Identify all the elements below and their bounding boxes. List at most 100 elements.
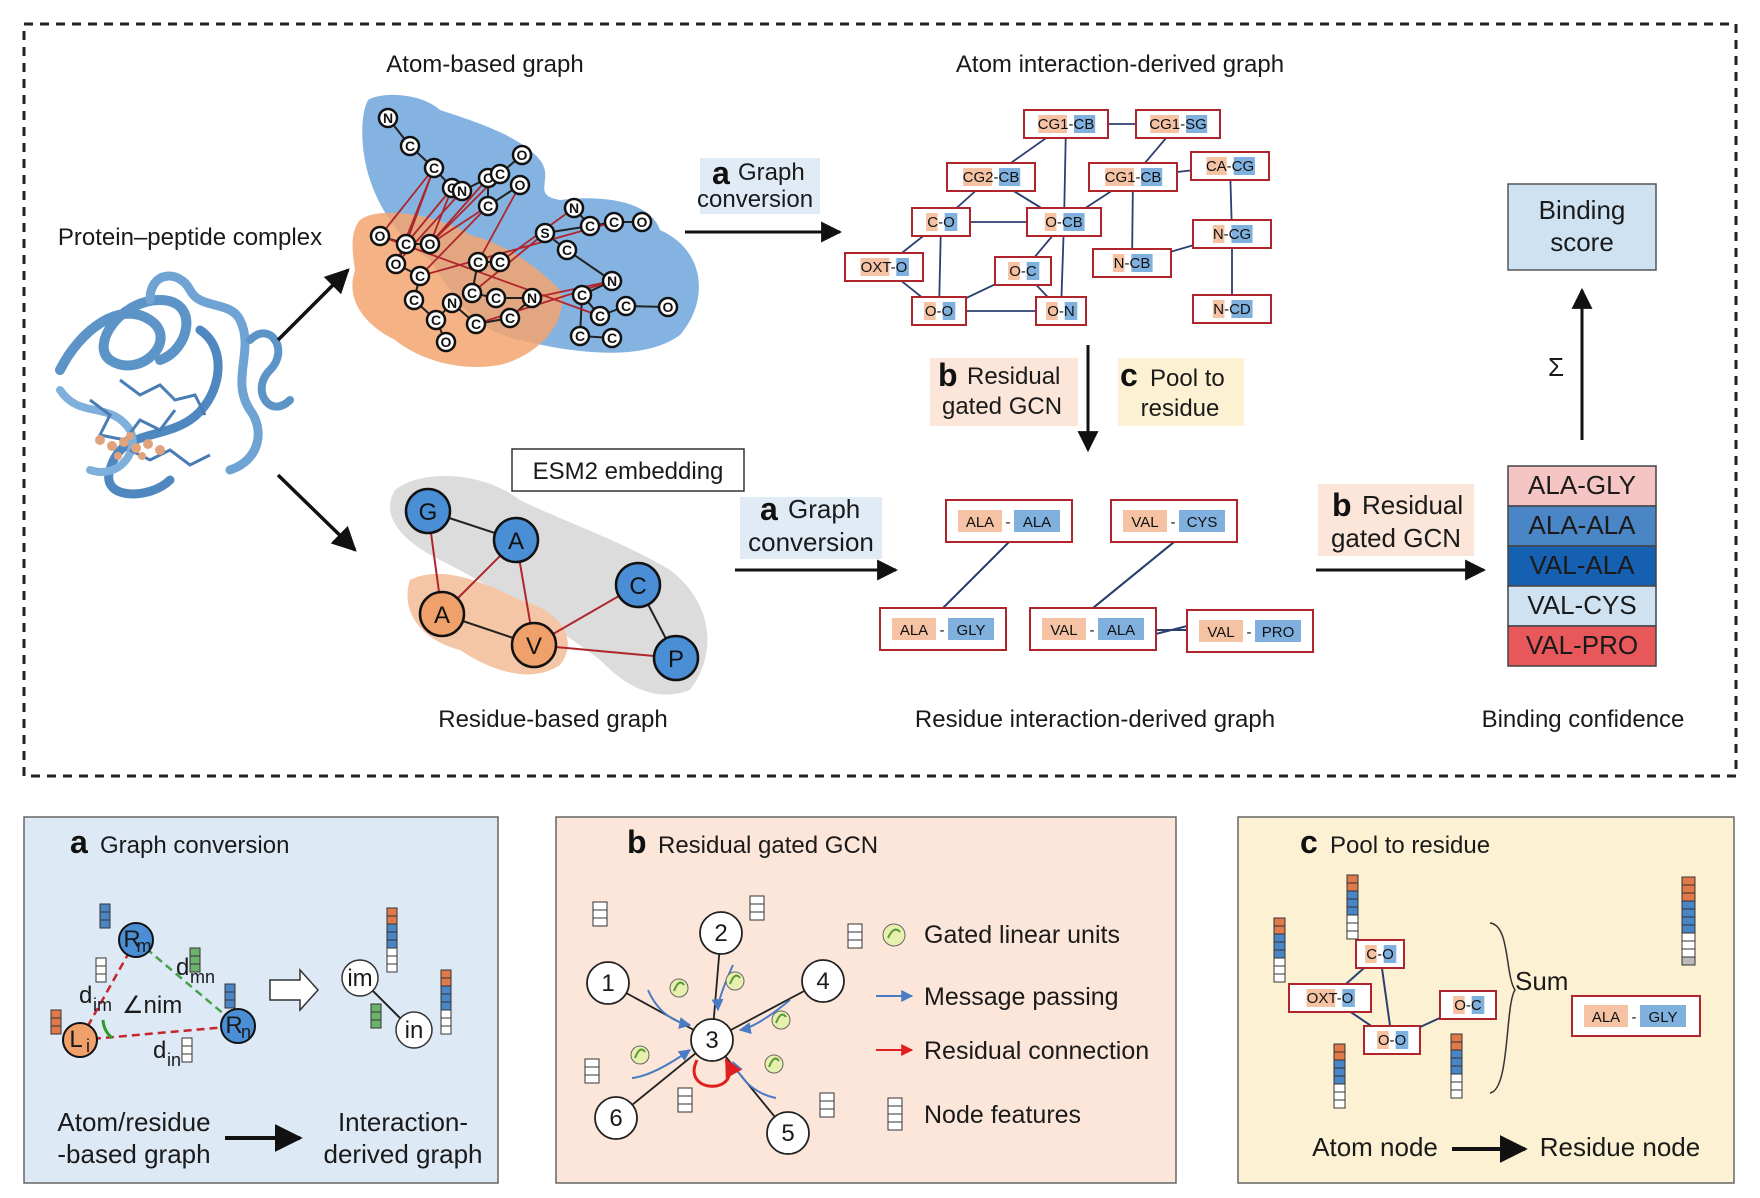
atom-pair-label: CA-CG [1206, 158, 1254, 175]
gated-unit-icon [771, 1010, 791, 1030]
node-im: im [341, 959, 379, 997]
feature-vector [50, 1009, 62, 1035]
atom-pair-node-9: O-C [994, 256, 1052, 286]
binding-score-box [1507, 183, 1657, 271]
atom-node-blue-18: C [589, 305, 611, 327]
svg-text:d: d [153, 1037, 166, 1064]
step-b-mid-l1: Residual [967, 363, 1060, 390]
atom-node-label: C [401, 236, 411, 252]
atom-node-blue-8: C [477, 195, 499, 217]
atom-node-label: C [447, 180, 457, 196]
atom-node-blue-19: C [615, 295, 637, 317]
svg-text:R: R [123, 926, 140, 953]
svg-text:-: - [1632, 1009, 1637, 1026]
gcn-node-2: 2 [699, 911, 743, 955]
feature-vector [847, 923, 863, 949]
atom-node-blue-12: C [603, 211, 625, 233]
atom-pair-label: CG1-CB [1038, 116, 1095, 133]
atom-node-label: C [471, 316, 481, 332]
atom-node-label: O [441, 334, 452, 350]
residual-loop [692, 1058, 742, 1088]
step-b-right-l2: gated GCN [1331, 523, 1461, 553]
panel-b-letter: b [627, 824, 647, 860]
atom-pair-label: OXT-O [861, 259, 908, 276]
feature-vector [1273, 917, 1286, 983]
confidence-row-4: VAL-PRO [1507, 625, 1657, 667]
svg-text:OXT-O: OXT-O [1307, 990, 1354, 1007]
panel-b [555, 816, 1177, 1184]
step-a-top-bg [700, 158, 820, 214]
binding-confidence-title: Binding confidence [1482, 706, 1685, 733]
panel-c-title: Pool to residue [1330, 832, 1490, 859]
panel-a-to-l2: derived graph [324, 1139, 483, 1169]
atom-node-blue-13: O [631, 211, 653, 233]
gcn-node-5: 5 [766, 1111, 810, 1155]
step-b-right-l1: Residual [1362, 490, 1463, 520]
svg-text:im: im [93, 995, 112, 1015]
atom-node-label: O [515, 177, 526, 193]
atom-node-label: C [429, 160, 439, 176]
gcn-node-6: 6 [594, 1096, 638, 1140]
atom-pair-label: CG1-CB [1105, 169, 1162, 186]
atom-pair-label: N-CG [1213, 226, 1251, 243]
atom-node-orange-10: C [461, 282, 483, 304]
node-in: in [395, 1011, 433, 1049]
atom-node-orange-0: O [369, 225, 391, 247]
panel-c-letter: c [1300, 824, 1318, 860]
atom-node-blue-22: O [657, 296, 679, 318]
svg-text:6: 6 [609, 1105, 622, 1132]
gcn-node-3: 3 [690, 1018, 734, 1062]
atom-node-label: N [447, 295, 457, 311]
atom-pair-label: O-N [1047, 303, 1075, 320]
atom-node-blue-1: C [399, 135, 421, 157]
gated-unit-icon [669, 978, 689, 998]
arrow-to-atom-graph [276, 268, 350, 342]
residue-node-5: P [652, 634, 700, 682]
residue-pair-node-1: VAL-CYS [1110, 499, 1238, 543]
esm2-label: ESM2 embedding [533, 458, 724, 485]
atom-pair-node-7: N-CG [1192, 219, 1272, 249]
atom-pair-node-11: O-O [911, 296, 967, 326]
atom-node-blue-9: O [509, 174, 531, 196]
residue-graph-title: Residue-based graph [438, 706, 668, 733]
feature-vector [819, 1092, 835, 1118]
atom-pair-node-2: CG2-CB [946, 162, 1036, 192]
confidence-row-3: VAL-CYS [1507, 585, 1657, 627]
confidence-row-1: ALA-ALA [1507, 505, 1657, 547]
svg-text:1: 1 [601, 970, 614, 997]
atom-node-orange-2: O [419, 233, 441, 255]
residue-pair-sep: - [940, 622, 945, 639]
step-b-mid-bg [930, 358, 1078, 426]
pool-atom-pair-2: O-C [1439, 990, 1497, 1020]
svg-text:Gated linear units: Gated linear units [924, 921, 1120, 949]
panel-a-letter: a [70, 824, 88, 860]
residue-pair-b: CYS [1187, 514, 1218, 531]
feature-vector [181, 1037, 193, 1063]
panel-b-title: Residual gated GCN [658, 832, 878, 859]
atom-pair-label: O-O [925, 303, 953, 320]
atom-node-orange-11: C [485, 287, 507, 309]
residue-node-label: P [668, 646, 684, 673]
atom-node-blue-11: C [579, 215, 601, 237]
atom-node-orange-1: C [395, 233, 417, 255]
atom-node-orange-4: C [409, 265, 431, 287]
atom-pair-label: CG2-CB [963, 169, 1020, 186]
residue-pair-node-0: ALA-ALA [945, 499, 1073, 543]
label-angle: ∠nim [122, 992, 182, 1019]
atom-node-label: C [483, 170, 493, 186]
atom-node-label: C [409, 292, 419, 308]
atom-node-label: C [467, 285, 477, 301]
atom-node-orange-15: O [435, 331, 457, 353]
atom-pair-node-6: O-CB [1026, 207, 1102, 237]
atom-pair-node-0: CG1-CB [1023, 109, 1109, 139]
protein-structure-image [55, 271, 294, 499]
atom-node-label: C [562, 242, 572, 258]
panel-b-illustration: 1 2 3 4 5 6 [584, 895, 863, 1155]
feature-vector [1681, 876, 1696, 966]
svg-text:4: 4 [816, 968, 829, 995]
